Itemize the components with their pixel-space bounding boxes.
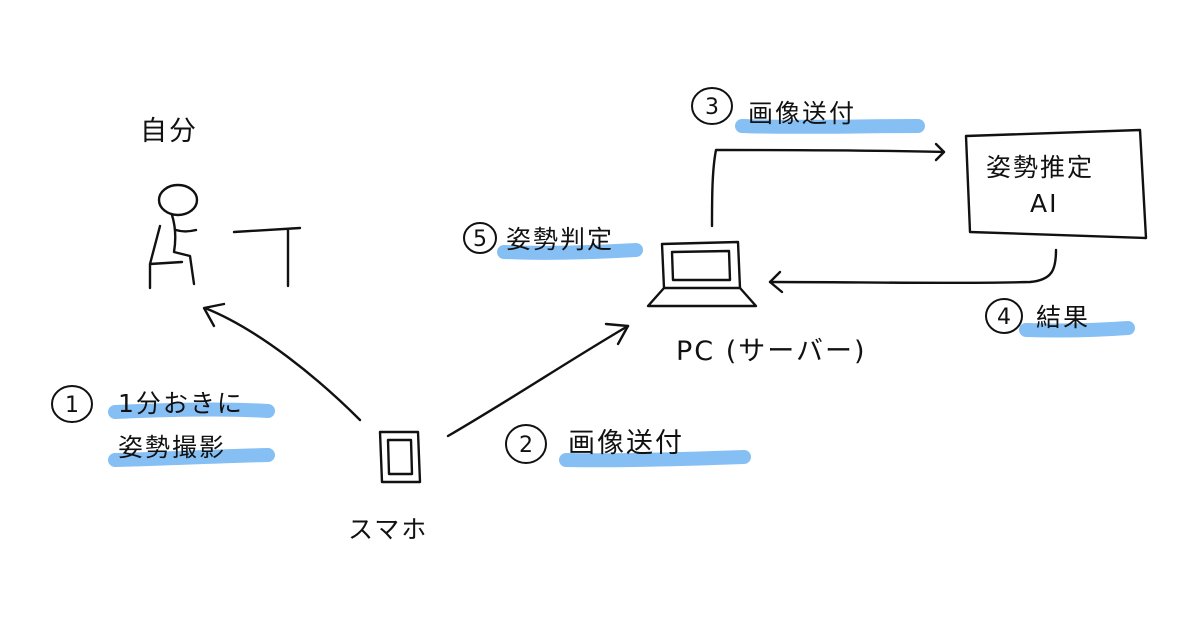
step-1: 1 1分おきに 姿勢撮影: [51, 385, 244, 462]
arrow-phone-to-pc: [446, 324, 630, 438]
chair: [148, 224, 184, 290]
step5-line1: 姿勢判定: [506, 225, 614, 254]
step3-number-circle: [691, 87, 733, 125]
step1-line2: 姿勢撮影: [118, 433, 226, 462]
ai-box-line2: AI: [1030, 189, 1058, 218]
person-figure: 自分: [140, 116, 302, 290]
arrow-ai-to-pc: [768, 248, 1058, 285]
laptop-base: [646, 286, 758, 308]
pose-estimation-ai-box: 姿勢推定 AI: [964, 128, 1148, 240]
smartphone: スマホ: [348, 430, 428, 544]
arrows: [202, 142, 1058, 438]
ai-box-line1: 姿勢推定: [986, 153, 1094, 182]
highlight-step5: [497, 243, 643, 260]
desk: [232, 226, 302, 288]
ai-box-border: [964, 128, 1148, 240]
highlight-step3: [735, 119, 925, 134]
pc-laptop: PC (サーバー): [646, 240, 867, 367]
step1-number: 1: [65, 393, 81, 418]
arrowhead-back-pc: [768, 270, 784, 294]
step3-number: 3: [705, 95, 721, 120]
step2-line1: 画像送付: [568, 428, 684, 459]
step-5: 5 姿勢判定: [463, 222, 614, 254]
step1-line1: 1分おきに: [118, 389, 244, 418]
arrow-pc-to-ai: [710, 148, 946, 228]
step1-number-circle: [51, 385, 93, 423]
highlight-marks: [108, 119, 1135, 468]
step5-number-circle: [463, 222, 497, 254]
arrowhead-ai: [934, 142, 946, 162]
laptop-screen: [670, 249, 732, 282]
arrowhead-person: [202, 302, 226, 328]
arrow-phone-to-person: [203, 306, 362, 422]
highlight-step2: [559, 450, 751, 468]
person-label: 自分: [140, 116, 198, 147]
step2-number: 2: [519, 433, 535, 458]
pc-label: PC (サーバー): [676, 336, 867, 367]
person-body: [170, 213, 196, 286]
step4-line1: 結果: [1036, 303, 1090, 332]
step4-number: 4: [997, 305, 1013, 330]
person-head: [157, 183, 199, 217]
phone-body: [378, 430, 422, 484]
phone-screen: [386, 438, 414, 476]
step-2: 2 画像送付: [505, 424, 684, 464]
highlight-step1-line2: [108, 448, 275, 467]
highlight-step4: [1019, 321, 1135, 338]
person-arm: [174, 228, 198, 233]
step-3: 3 画像送付: [691, 87, 856, 128]
step3-line1: 画像送付: [748, 99, 856, 128]
step5-number: 5: [473, 227, 489, 252]
highlight-step1-line1: [108, 402, 275, 419]
phone-label: スマホ: [348, 515, 428, 544]
step-4: 4 結果: [985, 298, 1090, 334]
step2-number-circle: [505, 424, 547, 464]
arrowhead-pc: [604, 322, 630, 346]
step4-number-circle: [985, 298, 1023, 334]
